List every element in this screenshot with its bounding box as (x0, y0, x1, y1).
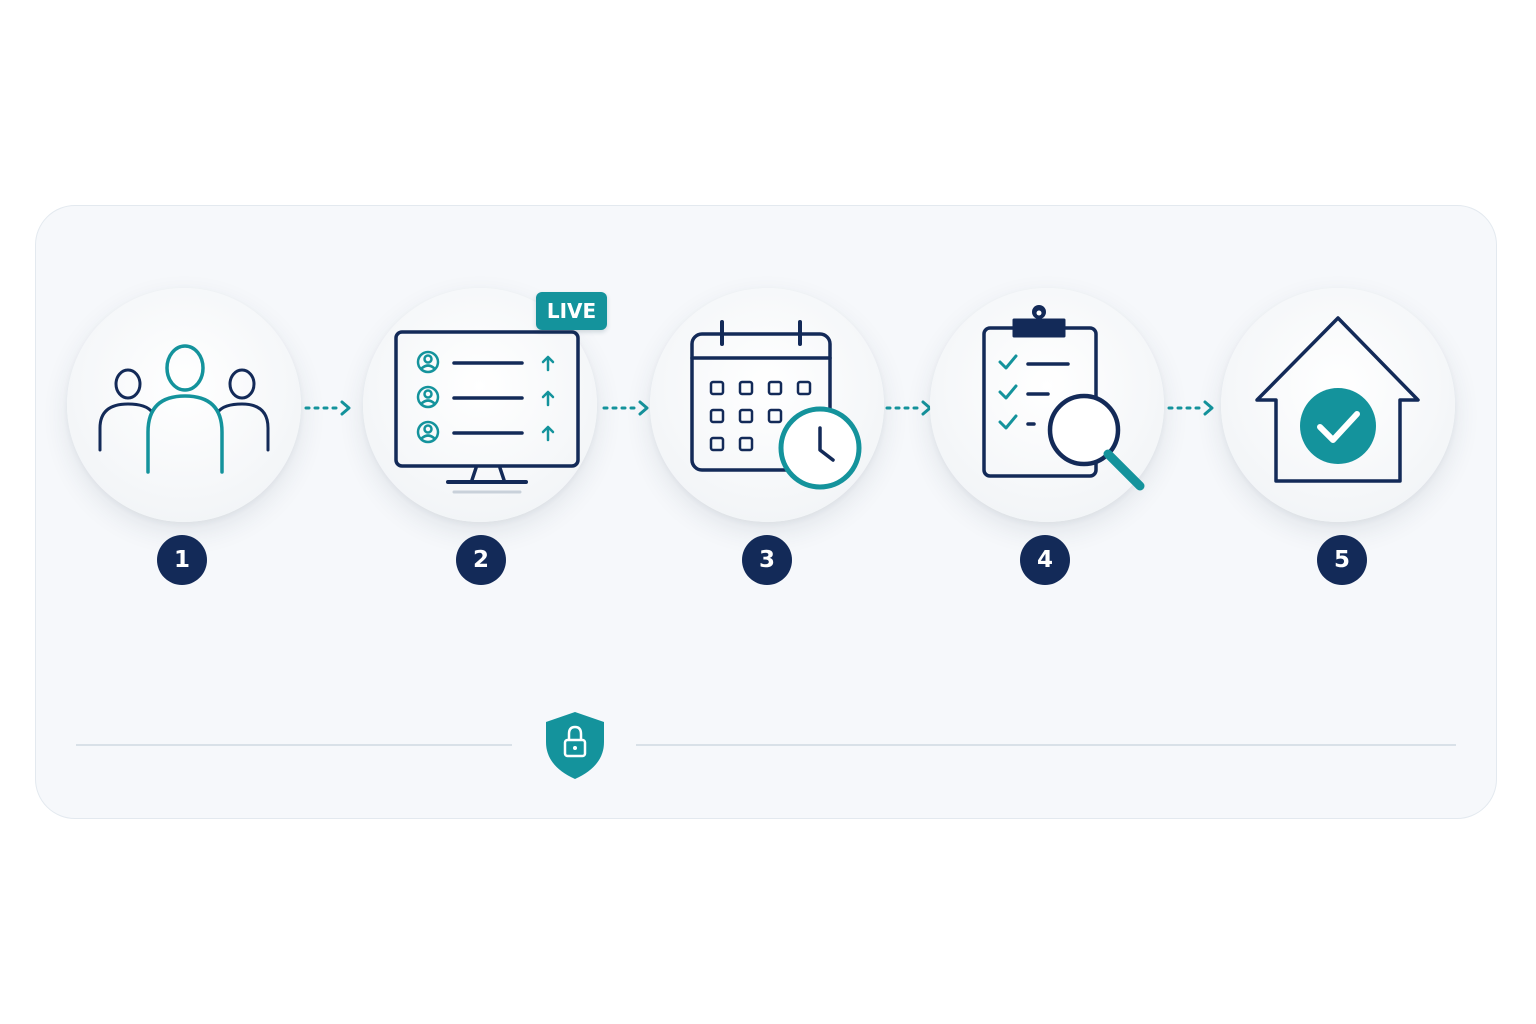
clipboard-search-icon (982, 305, 1145, 491)
monitor-live-list-icon (394, 330, 580, 494)
shield-lock-icon (546, 712, 604, 779)
step-2-number: 2 (456, 535, 506, 585)
connector-arrow-2 (602, 400, 649, 416)
step-4-number: 4 (1020, 535, 1070, 585)
connector-arrow-1 (304, 400, 351, 416)
step-5-number: 5 (1317, 535, 1367, 585)
connector-arrow-4 (1167, 400, 1214, 416)
step-3-circle (650, 288, 884, 522)
live-badge: LIVE (536, 292, 607, 330)
step-1-circle (67, 288, 301, 522)
connector-arrow-3 (885, 400, 932, 416)
step-1-number: 1 (157, 535, 207, 585)
house-check-icon (1255, 316, 1420, 483)
footer-divider-left (76, 744, 512, 746)
step-3-number: 3 (742, 535, 792, 585)
people-group-icon (98, 344, 270, 474)
calendar-clock-icon (690, 320, 862, 490)
footer-divider-right (636, 744, 1456, 746)
